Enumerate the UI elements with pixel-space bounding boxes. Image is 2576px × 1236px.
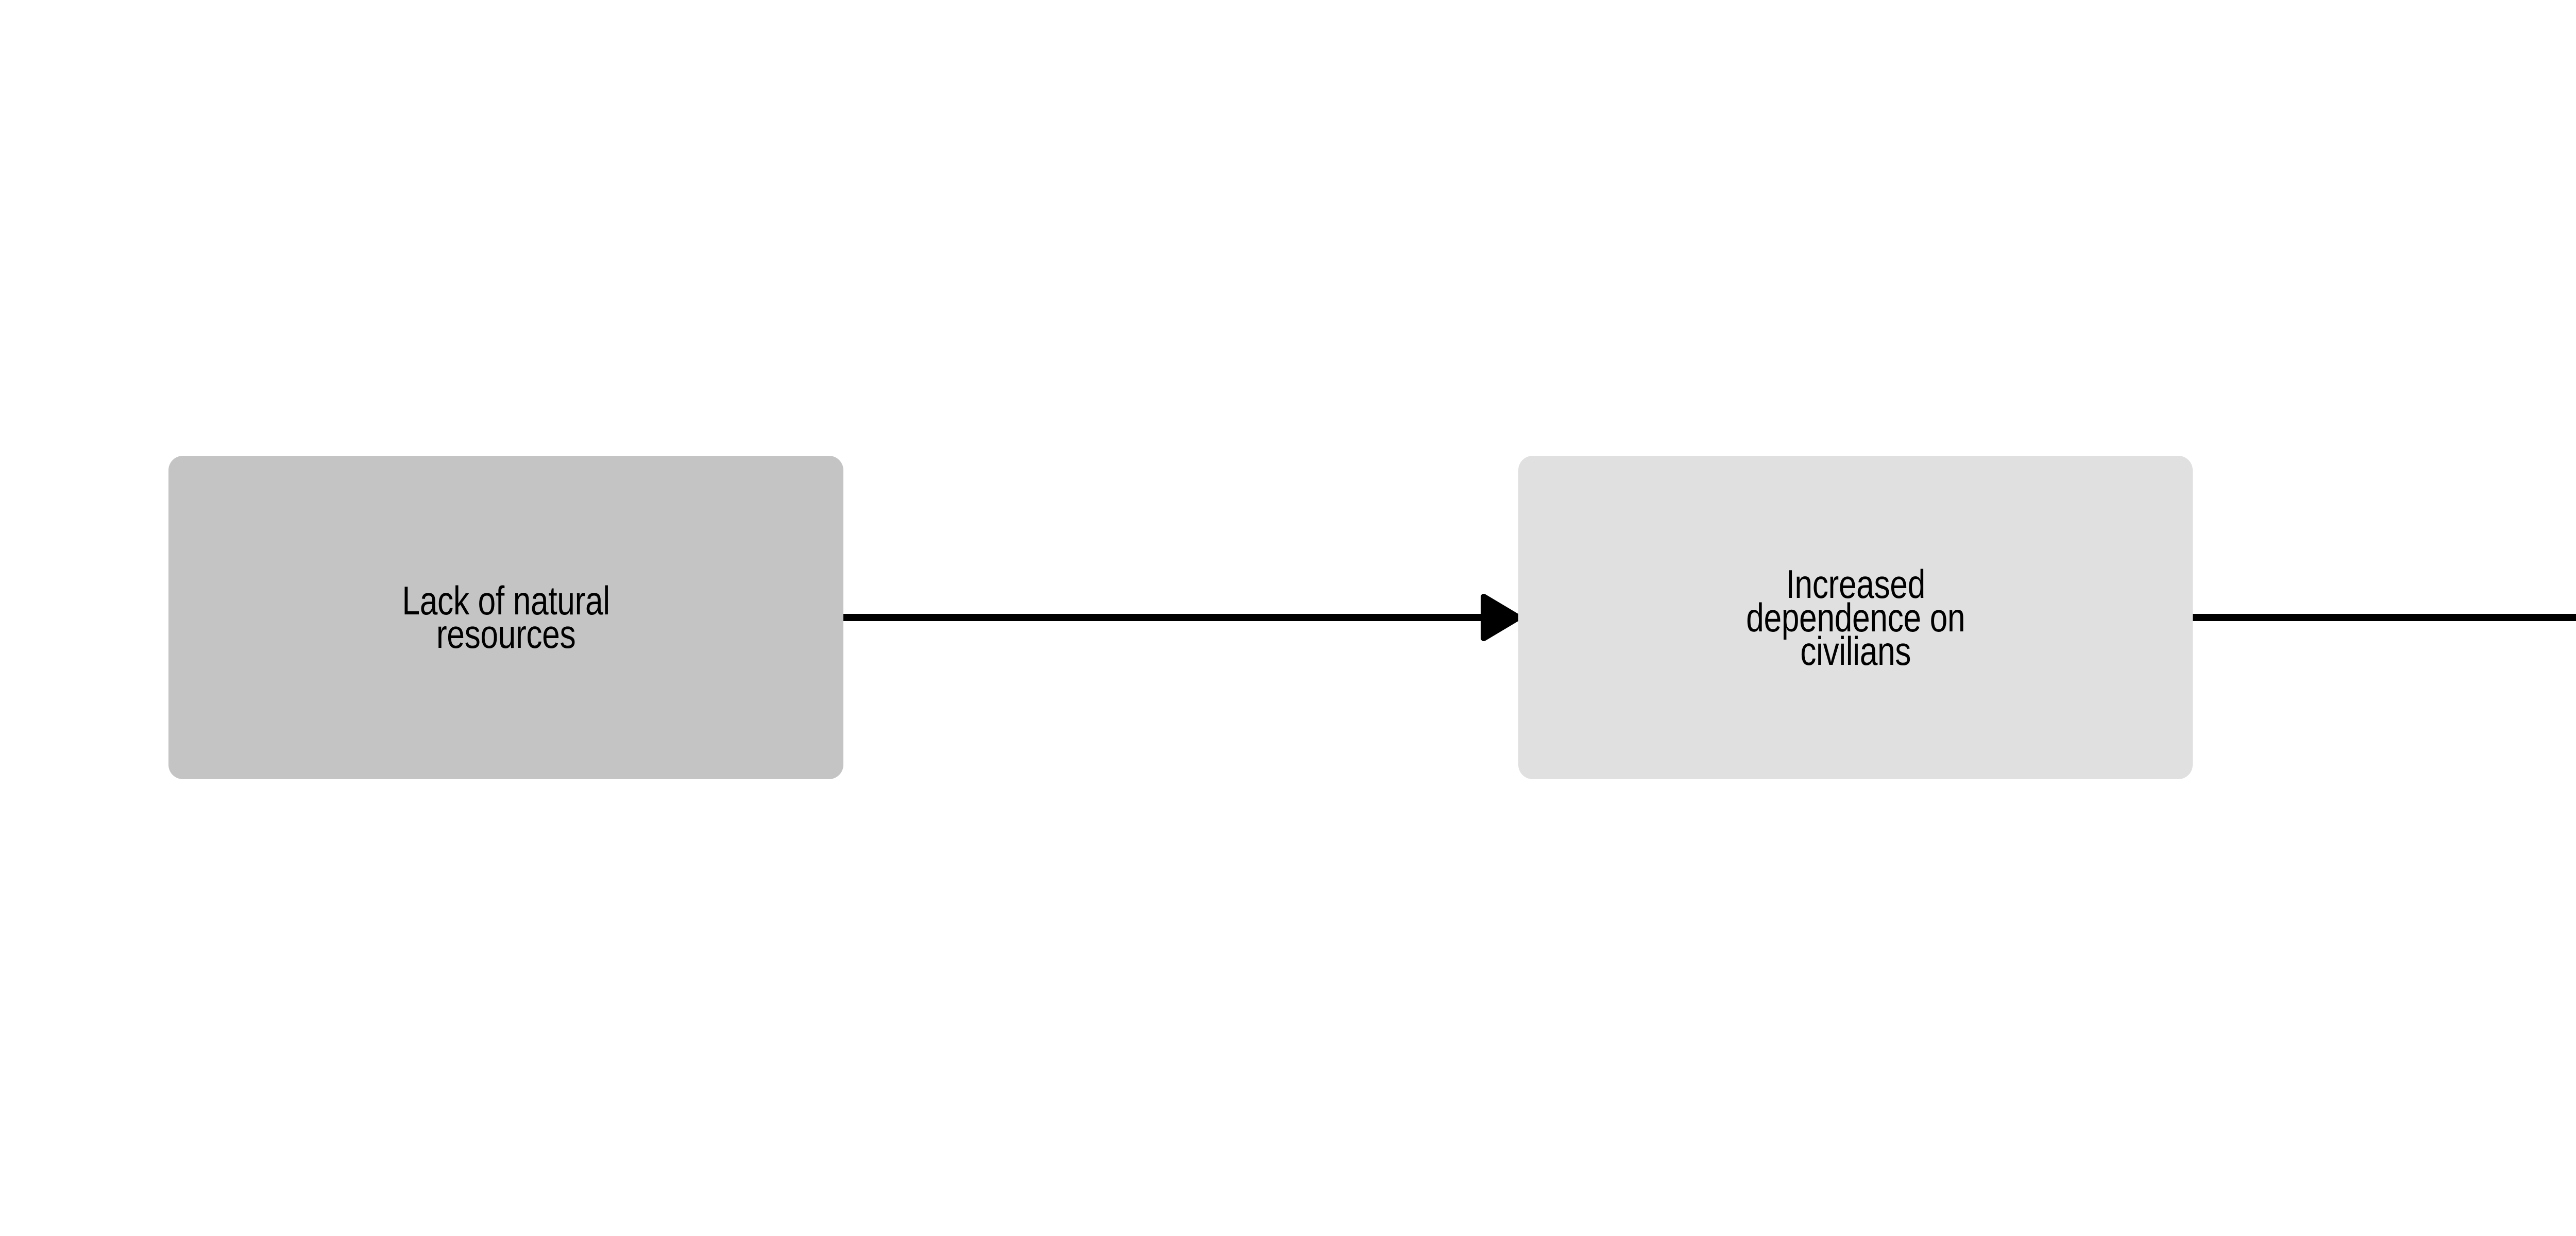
node-label: Lack of natural resources [402,578,610,657]
node-lack-of-natural-resources[interactable]: Lack of natural resources [168,456,843,779]
edge-1-arrowhead-icon [1481,594,1521,641]
edge-2-group [2189,614,2576,621]
node-label: Increased dependence on civilians [1745,561,1965,674]
node-increased-dependence-on-civilians[interactable]: Increased dependence on civilians [1518,456,2193,779]
edge-1-group [840,594,1521,641]
